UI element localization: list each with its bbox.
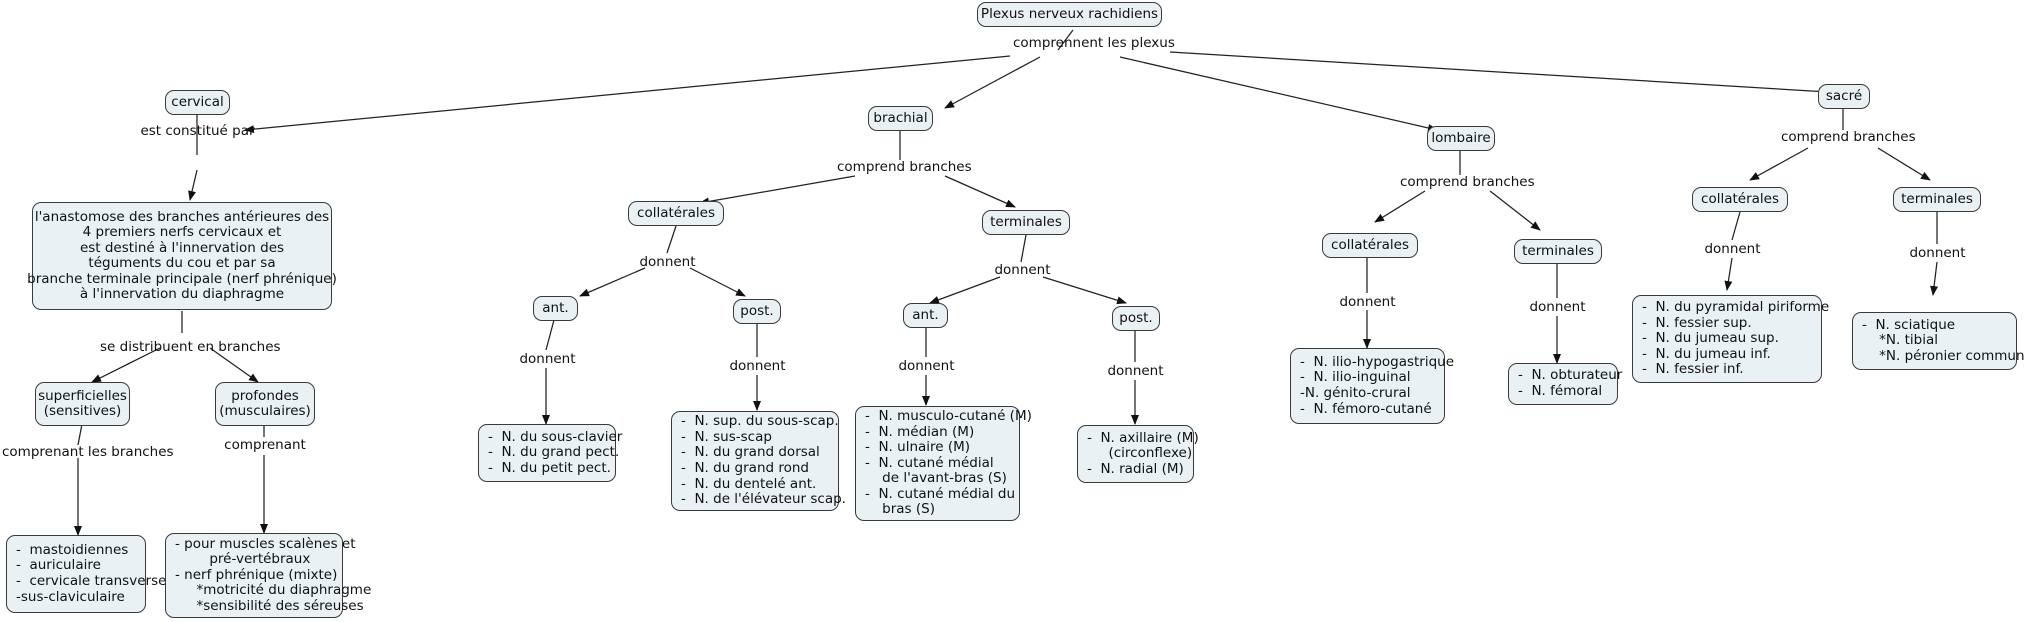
- edge-label-lombaire-term-donnent: donnent: [1529, 299, 1586, 315]
- edge-label-profondes-comprenant: comprenant: [224, 437, 306, 453]
- node-sacre-collaterales[interactable]: collatérales: [1692, 187, 1788, 212]
- edge-label-brachial-coll-ant-donnent: donnent: [519, 351, 576, 367]
- node-brachial-terminales-post[interactable]: post.: [1112, 306, 1160, 331]
- edge-label-sacre-coll-donnent: donnent: [1704, 241, 1761, 257]
- node-cervical-profondes-list[interactable]: - pour muscles scalènes et pré-vertébrau…: [165, 533, 371, 618]
- node-brachial-term-post-list[interactable]: - N. axillaire (M) (circonflexe) - N. ra…: [1077, 425, 1199, 483]
- node-brachial-terminales[interactable]: terminales: [982, 210, 1070, 235]
- node-lombaire-terminales[interactable]: terminales: [1514, 239, 1602, 264]
- edge-label-cervical-se-distribuent: se distribuent en branches: [100, 339, 281, 355]
- edge-label-lombaire-coll-donnent: donnent: [1339, 294, 1396, 310]
- edge-label-brachial-term-post-donnent: donnent: [1107, 363, 1164, 379]
- edge-label-sacre-comprend: comprend branches: [1781, 129, 1916, 145]
- edge-label-superficielles-comprenant: comprenant les branches: [2, 444, 174, 460]
- node-sacre-coll-list[interactable]: - N. du pyramidal piriforme - N. fessier…: [1632, 295, 1829, 383]
- node-lombaire[interactable]: lombaire: [1427, 126, 1495, 151]
- edge-label-brachial-terminales-donnent: donnent: [994, 262, 1051, 278]
- node-brachial-term-ant-list[interactable]: - N. musculo-cutané (M) - N. médian (M) …: [855, 406, 1032, 521]
- node-lombaire-term-list[interactable]: - N. obturateur - N. fémoral: [1508, 363, 1622, 405]
- edge-label-brachial-coll-post-donnent: donnent: [729, 358, 786, 374]
- edge-label-brachial-collaterales-donnent: donnent: [639, 254, 696, 270]
- node-brachial[interactable]: brachial: [868, 106, 933, 131]
- node-root[interactable]: Plexus nerveux rachidiens: [977, 2, 1162, 27]
- node-lombaire-coll-list[interactable]: - N. ilio-hypogastrique - N. ilio-inguin…: [1290, 348, 1454, 424]
- node-sacre-terminales[interactable]: terminales: [1893, 187, 1981, 212]
- node-cervical-definition[interactable]: l'anastomose des branches antérieures de…: [27, 202, 337, 310]
- node-sacre[interactable]: sacré: [1818, 84, 1870, 109]
- node-cervical-superficielles[interactable]: superficielles (sensitives): [35, 382, 130, 426]
- node-lombaire-collaterales[interactable]: collatérales: [1322, 233, 1418, 258]
- node-brachial-terminales-ant[interactable]: ant.: [903, 303, 948, 328]
- node-brachial-coll-post-list[interactable]: - N. sup. du sous-scap. - N. sus-scap - …: [671, 411, 846, 511]
- edge-label-root-comprennent: comprennent les plexus: [1013, 35, 1175, 51]
- node-brachial-collaterales-post[interactable]: post.: [733, 299, 781, 324]
- node-cervical[interactable]: cervical: [165, 90, 230, 115]
- edge-label-sacre-term-donnent: donnent: [1909, 245, 1966, 261]
- edge-label-cervical-est-constitue: est constitué par: [140, 123, 255, 139]
- node-brachial-collaterales-ant[interactable]: ant.: [533, 296, 578, 321]
- edge-label-brachial-term-ant-donnent: donnent: [898, 358, 955, 374]
- edge-label-lombaire-comprend: comprend branches: [1400, 174, 1535, 190]
- node-cervical-profondes[interactable]: profondes (musculaires): [215, 382, 315, 426]
- edge-label-brachial-comprend: comprend branches: [837, 159, 972, 175]
- node-brachial-collaterales[interactable]: collatérales: [628, 201, 724, 226]
- node-cervical-superficielles-list[interactable]: - mastoidiennes - auriculaire - cervical…: [6, 535, 166, 613]
- node-brachial-coll-ant-list[interactable]: - N. du sous-clavier - N. du grand pect.…: [478, 424, 622, 482]
- node-sacre-term-list[interactable]: - N. sciatique *N. tibial *N. péronier c…: [1852, 312, 2024, 370]
